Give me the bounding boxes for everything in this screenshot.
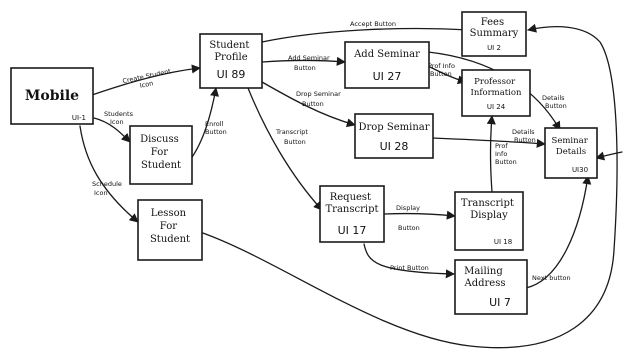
edge-mobile-to-lesson [79, 125, 139, 223]
edges [79, 23, 623, 349]
edge-request-transcript-to-mailing [363, 243, 455, 279]
edge-label-schedule: Schedule Icon [92, 180, 124, 197]
edge-label-drop-seminar: Drop Seminar Button [296, 90, 343, 108]
svg-text:UI 28: UI 28 [380, 140, 409, 153]
node-discuss-for-student: Discuss For Student [129, 125, 193, 185]
edge-request-transcript-to-transcript-display [383, 210, 456, 220]
svg-text:Request Transcript: Request Transcript [326, 192, 379, 215]
svg-text:Transcript Display: Transcript Display [461, 198, 517, 221]
node-seminar-details: Seminar Details UI30 [544, 127, 598, 179]
svg-text:Add Seminar: Add Seminar [353, 49, 420, 60]
edge-label-accept: Accept Button [350, 20, 396, 28]
edge-mailing-to-seminar-details [525, 175, 592, 289]
svg-text:Mailing Address: Mailing Address [464, 266, 506, 289]
edge-label-create-student: Create Student Icon [122, 67, 176, 93]
node-mobile: Mobile UI-1 [10, 67, 94, 125]
svg-text:UI 89: UI 89 [217, 68, 246, 81]
edge-mobile-to-student-profile [91, 64, 201, 96]
edge-label-display: Display Button [396, 204, 422, 232]
edge-student-profile-to-request-transcript [247, 87, 323, 211]
edge-label-print: Print Button [390, 264, 429, 272]
edge-label-students-icon: Students Icon [104, 110, 135, 126]
edge-label-add-seminar: Add Seminar Button [288, 54, 332, 72]
node-add-seminar: Add Seminar UI 27 [344, 41, 430, 89]
edge-discuss-to-student-profile [189, 87, 220, 161]
node-request-transcript: Request Transcript UI 17 [319, 185, 385, 243]
edge-student-profile-to-drop-seminar [261, 81, 356, 128]
edge-label-transcript: Transcript Button [275, 128, 310, 146]
node-mailing-address: Mailing Address UI 7 [454, 259, 528, 315]
svg-text:Professor Information: Professor Information [470, 77, 522, 98]
edge-label-details-2: Details Button [512, 128, 537, 144]
edge-right-into-seminar-details [595, 151, 623, 161]
edge-label-enroll: Enroll Button [205, 120, 227, 136]
svg-text:Lesson For Stu: Lesson For Student [150, 208, 190, 245]
svg-text:UI 24: UI 24 [487, 103, 506, 111]
nodes: Mobile UI-1 Student Profile UI 89 Fees S… [10, 11, 598, 315]
edge-drop-seminar-to-seminar-details [431, 137, 546, 148]
edge-mobile-to-discuss [93, 117, 131, 143]
svg-text:Drop Seminar: Drop Seminar [358, 122, 429, 133]
svg-text:UI30: UI30 [572, 166, 588, 174]
node-lesson-for-student: Lesson For Student [137, 199, 203, 261]
edge-transcript-display-to-professor [486, 115, 496, 193]
svg-text:Mobile: Mobile [25, 88, 79, 104]
edge-student-profile-to-add-seminar [261, 56, 346, 66]
svg-text:UI 18: UI 18 [494, 238, 512, 246]
svg-text:UI-1: UI-1 [72, 114, 86, 122]
edge-label-details-1: Details Button [542, 94, 567, 110]
svg-text:UI 17: UI 17 [338, 224, 367, 237]
node-drop-seminar: Drop Seminar UI 28 [354, 113, 434, 159]
svg-text:UI 2: UI 2 [487, 44, 501, 52]
svg-text:UI 7: UI 7 [489, 296, 511, 309]
svg-text:UI 27: UI 27 [373, 70, 402, 83]
edge-student-profile-to-fees [261, 24, 471, 43]
edge-label-next: Next button [532, 274, 571, 282]
svg-text:Seminar Details: Seminar Details [552, 136, 591, 157]
node-student-profile: Student Profile UI 89 [199, 33, 263, 89]
svg-text:Fees Summary: Fees Summary [470, 17, 519, 39]
node-professor-information: Professor Information UI 24 [461, 69, 531, 117]
svg-text:Discuss For St: Discuss For Student [140, 134, 182, 171]
svg-text:Student Profile: Student Profile [209, 40, 252, 63]
node-fees-summary: Fees Summary UI 2 [461, 11, 527, 57]
node-transcript-display: Transcript Display UI 18 [454, 191, 524, 251]
edge-label-prof-info-1: Prof Info Button [428, 62, 457, 78]
edge-lesson-to-fees [199, 23, 618, 349]
edge-label-prof-info-2: Prof Info Button [495, 142, 517, 166]
